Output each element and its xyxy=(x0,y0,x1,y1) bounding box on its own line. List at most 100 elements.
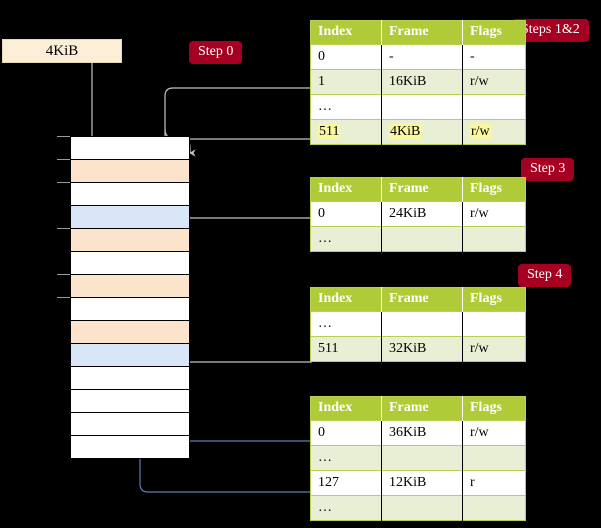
column-header-flags: Flags xyxy=(462,20,526,45)
memory-frame-row xyxy=(71,160,189,183)
memory-frame-row xyxy=(71,321,189,344)
badge-step-3-label: Step 3 xyxy=(530,161,566,176)
cell-flags xyxy=(462,226,526,252)
cell-index: 511 xyxy=(310,119,382,145)
memory-tick xyxy=(57,297,71,298)
size-box-label: 4KiB xyxy=(45,43,79,59)
table-row: … xyxy=(310,311,526,337)
badge-steps-1-2-label: Steps 1&2 xyxy=(521,22,580,37)
cell-flags: r/w xyxy=(462,119,526,145)
cell-frame: 24KiB xyxy=(381,201,463,227)
physical-memory-column xyxy=(70,136,190,459)
column-header-index: Index xyxy=(310,287,382,312)
table-row: 0-- xyxy=(310,44,526,70)
memory-frame-row xyxy=(71,390,189,413)
column-header-frame: Frame xyxy=(381,396,463,421)
memory-frame-row xyxy=(71,183,189,206)
cell-flags xyxy=(462,495,526,521)
badge-steps-1-2: Steps 1&2 xyxy=(512,19,589,42)
cell-frame xyxy=(381,495,463,521)
memory-frame-row xyxy=(71,298,189,321)
cell-frame xyxy=(381,94,463,120)
cell-frame: - xyxy=(381,44,463,70)
cell-flags: r/w xyxy=(462,336,526,362)
memory-frame-row xyxy=(71,137,189,160)
size-box-4kib: 4KiB xyxy=(2,39,122,63)
cell-index: 1 xyxy=(310,69,382,95)
cell-index: 0 xyxy=(310,201,382,227)
memory-tick xyxy=(57,182,71,183)
badge-step-3: Step 3 xyxy=(521,158,575,181)
column-header-flags: Flags xyxy=(462,287,526,312)
cell-flags xyxy=(462,311,526,337)
cell-index: 0 xyxy=(310,420,382,446)
memory-frame-row xyxy=(71,252,189,275)
cell-flags: r xyxy=(462,470,526,496)
memory-frame-row xyxy=(71,206,189,229)
badge-step-4: Step 4 xyxy=(518,264,572,287)
memory-frame-row xyxy=(71,436,189,459)
table-row: … xyxy=(310,94,526,120)
column-header-flags: Flags xyxy=(462,177,526,202)
memory-tick xyxy=(57,136,71,137)
badge-step-0-label: Step 0 xyxy=(198,44,234,59)
memory-frame-row xyxy=(71,344,189,367)
memory-frame-row xyxy=(71,413,189,436)
cell-flags: r/w xyxy=(462,201,526,227)
column-header-frame: Frame xyxy=(381,177,463,202)
highlighted-value: r/w xyxy=(470,123,491,139)
cell-frame: 12KiB xyxy=(381,470,463,496)
cell-index: 127 xyxy=(310,470,382,496)
memory-tick xyxy=(57,274,71,275)
highlighted-value: 4KiB xyxy=(389,123,422,139)
column-header-frame: Frame xyxy=(381,287,463,312)
cell-frame: 4KiB xyxy=(381,119,463,145)
cell-frame: 32KiB xyxy=(381,336,463,362)
cell-frame xyxy=(381,226,463,252)
cell-index: … xyxy=(310,94,382,120)
column-header-flags: Flags xyxy=(462,396,526,421)
table-row: … xyxy=(310,445,526,471)
badge-step-0: Step 0 xyxy=(189,41,243,64)
cell-frame xyxy=(381,445,463,471)
memory-tick xyxy=(57,228,71,229)
column-header-frame: Frame xyxy=(381,20,463,45)
memory-frame-row xyxy=(71,275,189,298)
cell-flags: - xyxy=(462,44,526,70)
column-header-index: Index xyxy=(310,20,382,45)
cell-flags xyxy=(462,445,526,471)
table-row: 511 4KiB r/w xyxy=(310,119,526,145)
cell-index: … xyxy=(310,495,382,521)
highlighted-value: 511 xyxy=(318,123,341,139)
cell-index: 511 xyxy=(310,336,382,362)
cell-flags xyxy=(462,94,526,120)
cell-index: … xyxy=(310,311,382,337)
cell-index: … xyxy=(310,226,382,252)
cell-flags: r/w xyxy=(462,420,526,446)
memory-tick xyxy=(57,159,71,160)
cell-index: 0 xyxy=(310,44,382,70)
cell-frame: 16KiB xyxy=(381,69,463,95)
memory-frame-row xyxy=(71,367,189,390)
memory-frame-row xyxy=(71,229,189,252)
table-row: … xyxy=(310,495,526,521)
column-header-index: Index xyxy=(310,177,382,202)
cell-index: … xyxy=(310,445,382,471)
cell-frame: 36KiB xyxy=(381,420,463,446)
badge-step-4-label: Step 4 xyxy=(527,267,563,282)
cell-frame xyxy=(381,311,463,337)
column-header-index: Index xyxy=(310,396,382,421)
